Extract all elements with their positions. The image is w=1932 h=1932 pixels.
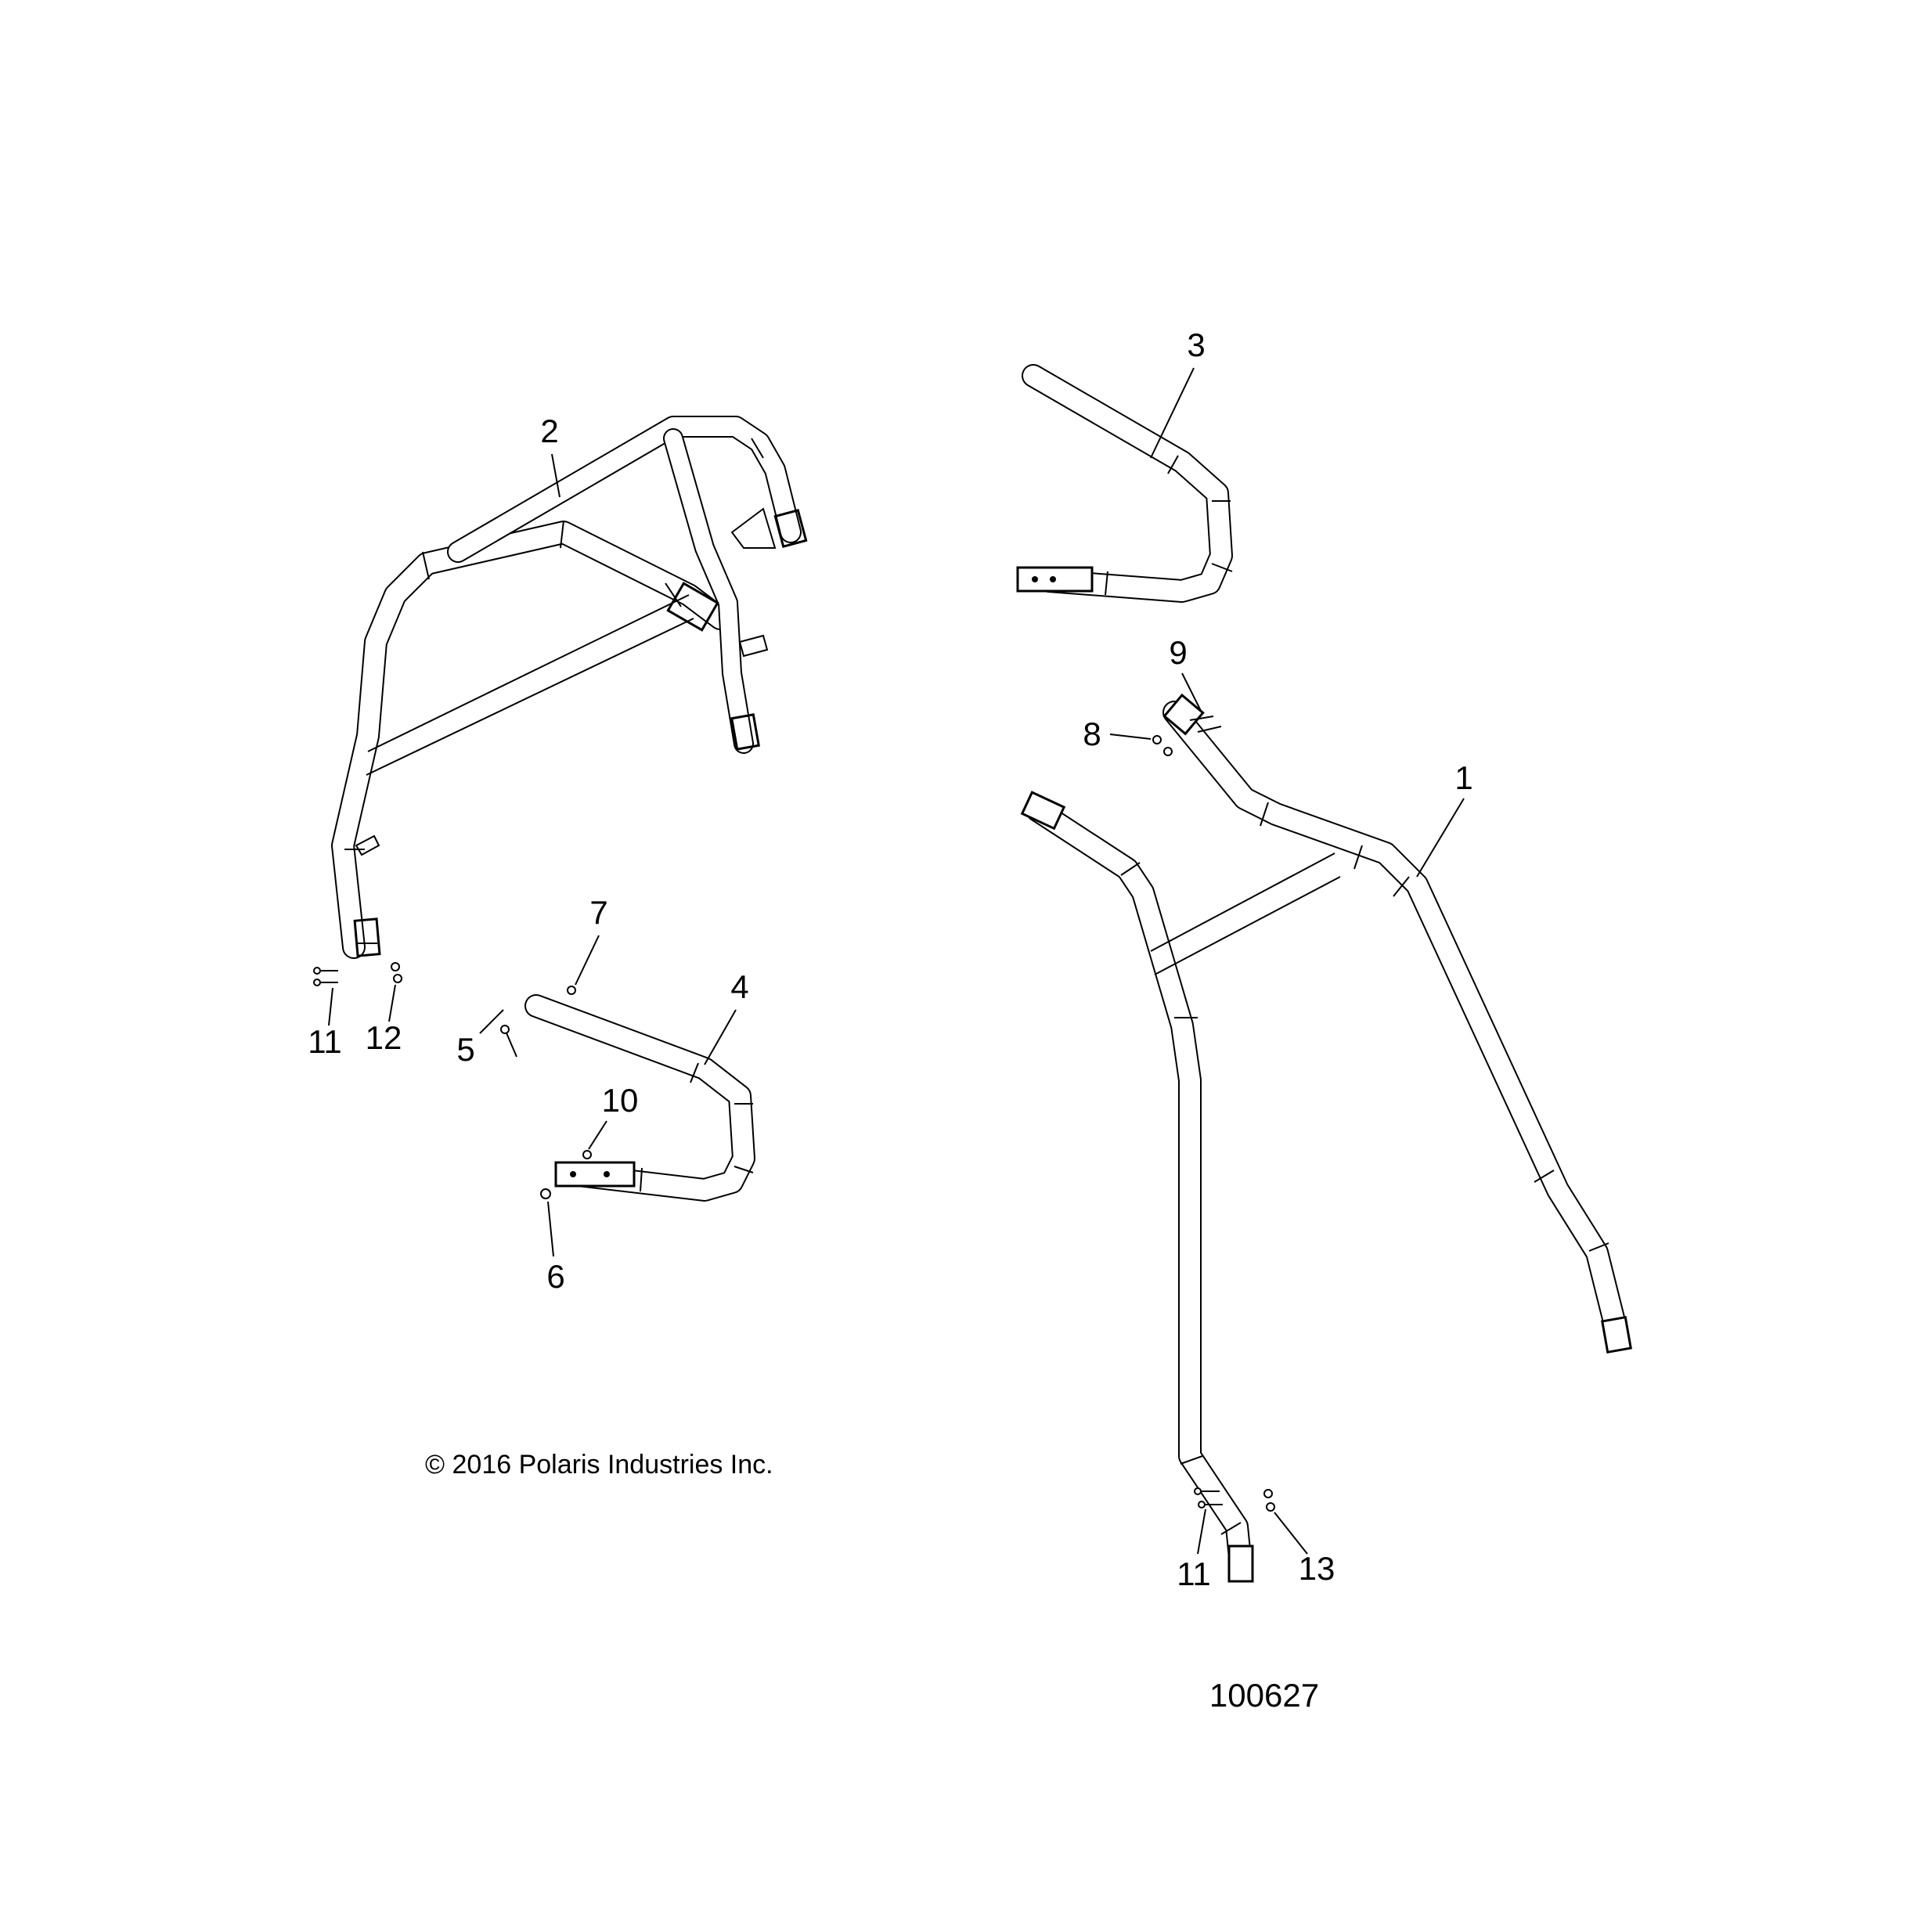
leader-lines xyxy=(328,367,1465,1555)
part-1-front-hoop xyxy=(1020,693,1632,1583)
callout-3: 3 xyxy=(1187,326,1205,363)
callout-4: 4 xyxy=(730,968,748,1005)
callout-11-right: 11 xyxy=(1177,1555,1211,1592)
callout-9: 9 xyxy=(1169,634,1187,671)
part-3-upper-brace xyxy=(1016,364,1233,603)
callout-1: 1 xyxy=(1454,759,1472,796)
part-4-lower-brace xyxy=(524,994,755,1202)
hardware xyxy=(313,715,1275,1512)
copyright-notice: © 2016 Polaris Industries Inc. xyxy=(425,1450,773,1480)
diagram-part-number: 100627 xyxy=(1209,1677,1319,1714)
callout-2: 2 xyxy=(540,413,558,449)
part-2-rear-hoop xyxy=(331,416,808,959)
callout-5: 5 xyxy=(456,1031,474,1068)
callout-8: 8 xyxy=(1083,715,1101,752)
callout-6: 6 xyxy=(546,1258,564,1295)
callout-10: 10 xyxy=(602,1082,639,1119)
callout-12: 12 xyxy=(366,1019,402,1056)
callout-labels: 1 2 3 4 5 6 7 8 9 10 11 12 11 13 xyxy=(308,326,1472,1592)
callout-11-left: 11 xyxy=(308,1023,342,1060)
callout-7: 7 xyxy=(589,894,607,931)
callout-13: 13 xyxy=(1299,1550,1335,1587)
